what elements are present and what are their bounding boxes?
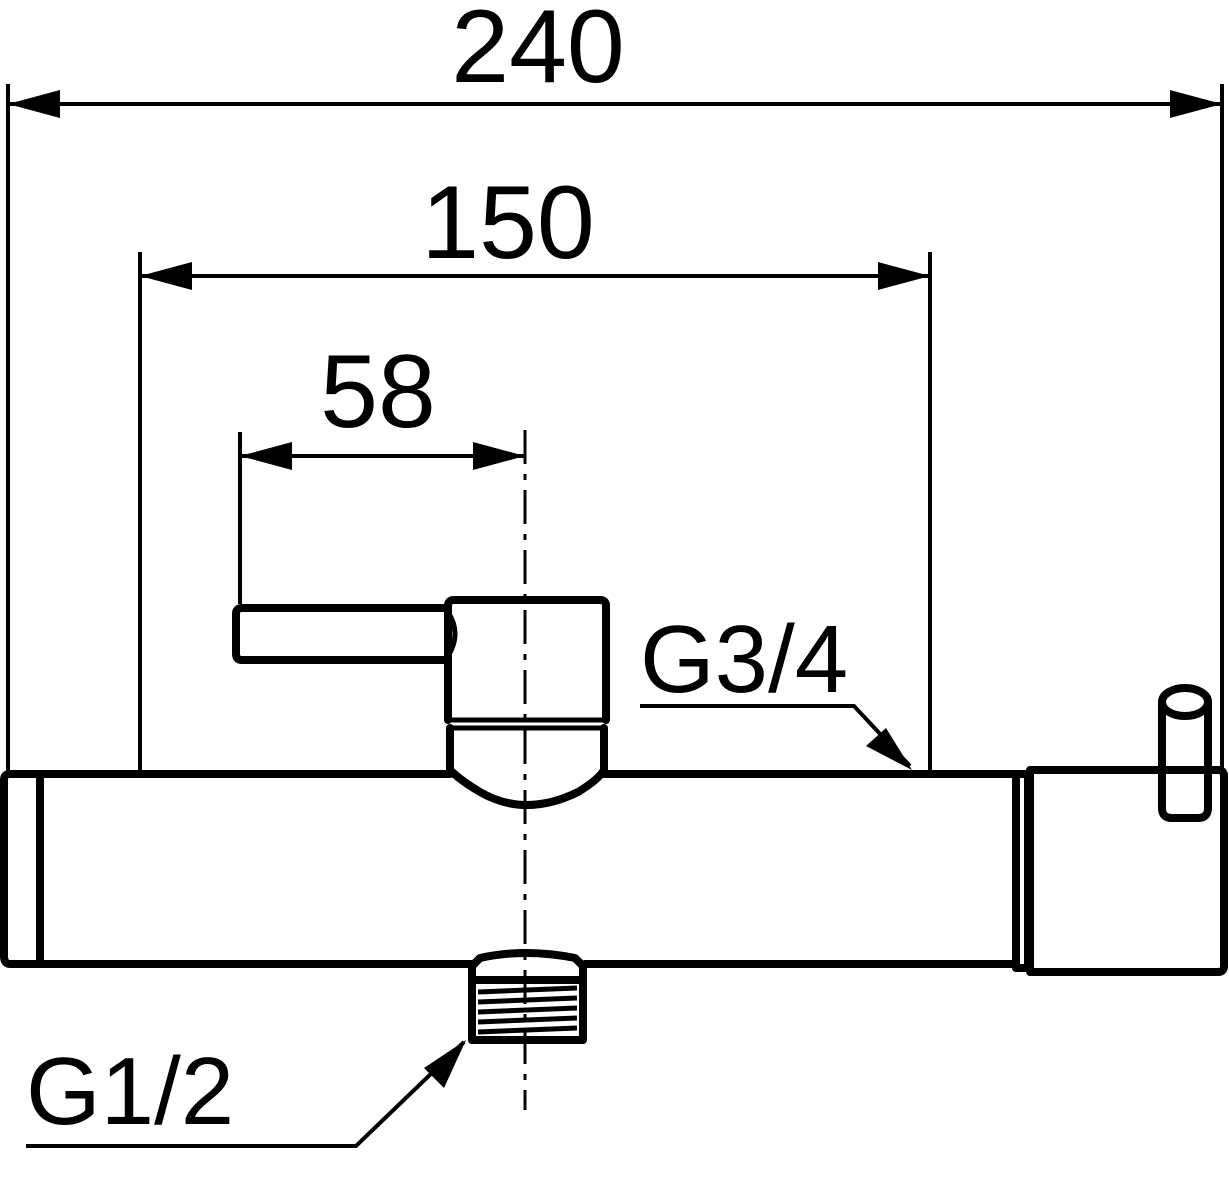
lever-joint <box>445 610 458 658</box>
outlet-fitting <box>468 949 587 1044</box>
outlet-nut <box>468 949 587 984</box>
callout-leader-inlet <box>640 704 912 768</box>
callout-leader-outlet <box>26 1040 466 1148</box>
callout-label-g1-2: G1/2 <box>26 1038 234 1145</box>
outlet-thread-body <box>468 976 587 1044</box>
callout-inlet-thread: G3/4 <box>640 606 912 770</box>
thread-line <box>477 985 578 995</box>
mixer-handle <box>232 596 610 809</box>
arrowhead-right <box>1170 90 1222 118</box>
arrowhead-left <box>8 90 60 118</box>
arrowhead-left <box>240 442 292 470</box>
callout-label-g3-4: G3/4 <box>640 606 848 713</box>
left-end-cap <box>0 770 44 968</box>
thread-line <box>477 995 578 1005</box>
mixer-body <box>0 684 1228 976</box>
diverter-housing <box>1026 766 1228 976</box>
callout-arrowhead-inlet <box>866 728 912 770</box>
dimension-label-58: 58 <box>320 334 436 450</box>
callout-outlet-thread: G1/2 <box>26 1038 466 1148</box>
cartridge-housing <box>444 596 610 724</box>
cartridge-collar <box>446 724 608 809</box>
lever <box>232 604 452 664</box>
callout-arrowhead-outlet <box>424 1040 466 1088</box>
arrowhead-right <box>878 262 930 290</box>
dimension-label-240: 240 <box>451 0 625 105</box>
arrowhead-right <box>473 442 525 470</box>
diverter-knob-top <box>1158 684 1212 720</box>
dimension-overall-width: 240 <box>6 0 1224 772</box>
dimension-label-150: 150 <box>421 165 595 281</box>
thread-line <box>477 1005 578 1015</box>
dimension-inlet-spacing: 150 <box>138 165 932 770</box>
thread-line <box>477 1015 578 1025</box>
dimension-handle-offset: 58 <box>238 334 525 604</box>
arrowhead-left <box>140 262 192 290</box>
diverter-knob <box>1158 700 1212 822</box>
thread-line <box>477 1025 578 1035</box>
